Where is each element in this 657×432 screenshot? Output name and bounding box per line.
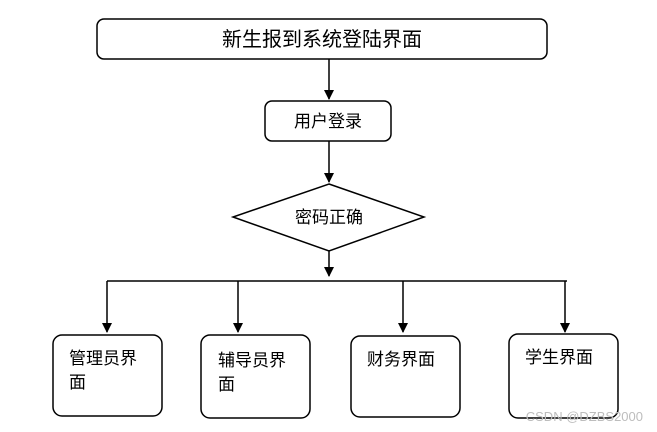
counselor-label-line1: 辅导员界 [218, 351, 286, 371]
admin-label-line2: 面 [69, 373, 86, 393]
login-box-label: 用户登录 [294, 112, 362, 132]
admin-label-line1: 管理员界 [69, 349, 137, 369]
decision-label: 密码正确 [295, 208, 363, 228]
counselor-box [200, 334, 311, 419]
counselor-label-line2: 面 [218, 375, 235, 395]
student-label-line1: 学生界面 [525, 348, 593, 368]
title-box [96, 18, 548, 60]
finance-box [350, 335, 461, 418]
student-box [508, 333, 619, 419]
admin-box [52, 334, 163, 417]
login-box [264, 100, 392, 142]
watermark: CSDN @DZBS2000 [526, 409, 643, 424]
title-box-label: 新生报到系统登陆界面 [222, 27, 422, 51]
finance-label-line1: 财务界面 [367, 350, 435, 370]
